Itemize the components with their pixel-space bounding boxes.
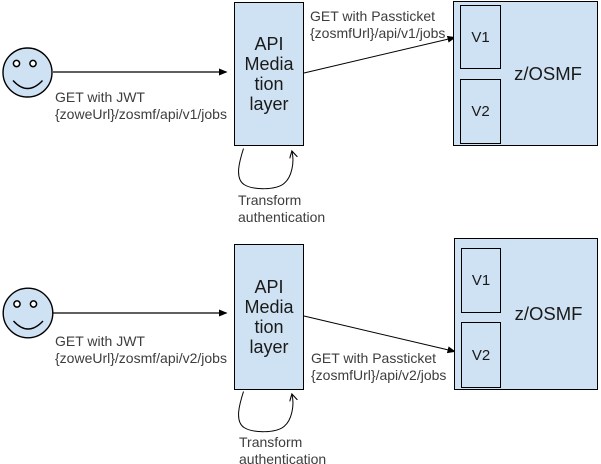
arrow-gateway-to-zosmf-v2 (303, 315, 456, 354)
forward-label-v2: GET with Passticket {zosmfUrl}/api/v2/jo… (311, 350, 447, 383)
loop-transform-auth-v2 (238, 391, 293, 433)
loop-transform-auth-v1 (238, 148, 293, 190)
api-mediation-layer-box-v1: API Media tion layer (234, 2, 304, 146)
zosmf-box-v1flow: V1 V2 z/OSMF (453, 1, 598, 146)
loop-label-v2: Transform authentication (239, 434, 327, 464)
request-label-v2: GET with JWT {zoweUrl}/zosmf/api/v2/jobs (55, 333, 227, 366)
loop-label-v1: Transform authentication (238, 192, 326, 225)
zosmf-v1-service-box: V1 (460, 5, 501, 69)
api-mediation-layer-box-v2: API Media tion layer (234, 244, 304, 390)
forward-label-v1: GET with Passticket {zosmfUrl}/api/v1/jo… (310, 8, 446, 41)
zosmf-title: z/OSMF (514, 303, 583, 324)
zosmf-box-v2flow: V1 V2 z/OSMF (454, 238, 598, 390)
zosmf-v2-service-box: V2 (460, 79, 501, 144)
request-label-v1: GET with JWT {zoweUrl}/zosmf/api/v1/jobs (55, 89, 227, 122)
smiley-face-icon (2, 287, 54, 339)
zosmf-v1-service-box: V1 (461, 248, 501, 313)
zosmf-title: z/OSMF (514, 62, 582, 84)
zosmf-v2-service-box: V2 (461, 322, 501, 388)
arrow-gateway-to-zosmf-v1 (303, 35, 456, 74)
smiley-face-icon (2, 47, 53, 98)
